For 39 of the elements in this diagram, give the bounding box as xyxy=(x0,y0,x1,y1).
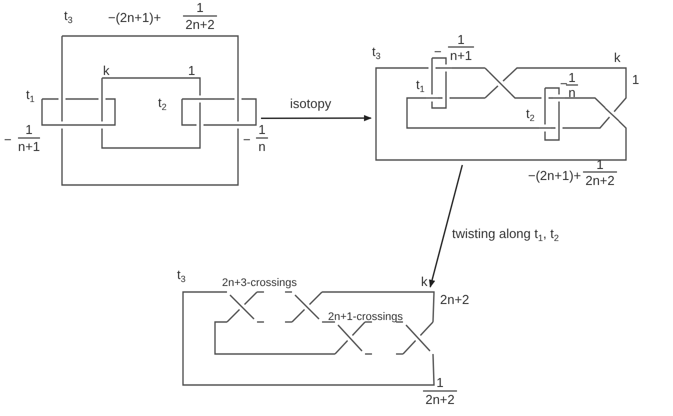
math-label: t$_{2}$ xyxy=(526,106,535,121)
math-label: 1 xyxy=(196,0,204,15)
math-label: n xyxy=(258,139,266,154)
math-label: −(2n+1)+ xyxy=(108,10,162,25)
math-label: 1 xyxy=(188,63,196,78)
math-label: 2n+3-crossings xyxy=(222,276,297,291)
math-label: 1 xyxy=(568,70,576,85)
edge-label: isotopy xyxy=(290,96,332,111)
math-label: t$_{3}$ xyxy=(177,267,186,282)
math-label: 2n+2 xyxy=(585,173,615,188)
math-label: 2n+2 xyxy=(185,17,215,32)
math-label: 1 xyxy=(457,32,465,47)
math-label: 2n+2 xyxy=(440,292,470,307)
math-label: t$_{1}$ xyxy=(26,87,35,102)
math-label: 1 xyxy=(436,375,444,390)
math-label: 1 xyxy=(258,122,266,137)
math-label: t$_{1}$ xyxy=(416,77,425,92)
math-label: t$_{3}$ xyxy=(64,8,73,23)
math-label: n+1 xyxy=(18,139,40,154)
math-label: k xyxy=(614,50,620,65)
math-label: t$_{2}$ xyxy=(158,95,167,110)
math-label: k xyxy=(103,63,110,78)
math-label: − xyxy=(434,44,442,59)
math-label: − xyxy=(560,76,568,91)
math-label: − xyxy=(243,132,251,147)
math-label: 2n+1-crossings xyxy=(328,310,403,325)
math-label: − xyxy=(4,132,12,147)
arrow xyxy=(429,164,463,288)
arrow xyxy=(261,114,372,122)
edge-label: twisting along t$_{1}$, t$_{2}$ xyxy=(452,226,559,241)
math-label: n xyxy=(568,85,576,100)
math-label: 1 xyxy=(25,122,33,137)
math-label: 1 xyxy=(632,72,640,87)
math-label: 2n+2 xyxy=(425,392,455,407)
math-label: −(2n+1)+ xyxy=(528,168,582,183)
math-label: n+1 xyxy=(450,48,472,63)
math-label: k xyxy=(421,274,428,289)
math-label: t$_{3}$ xyxy=(372,44,381,59)
math-label: 1 xyxy=(596,157,604,172)
